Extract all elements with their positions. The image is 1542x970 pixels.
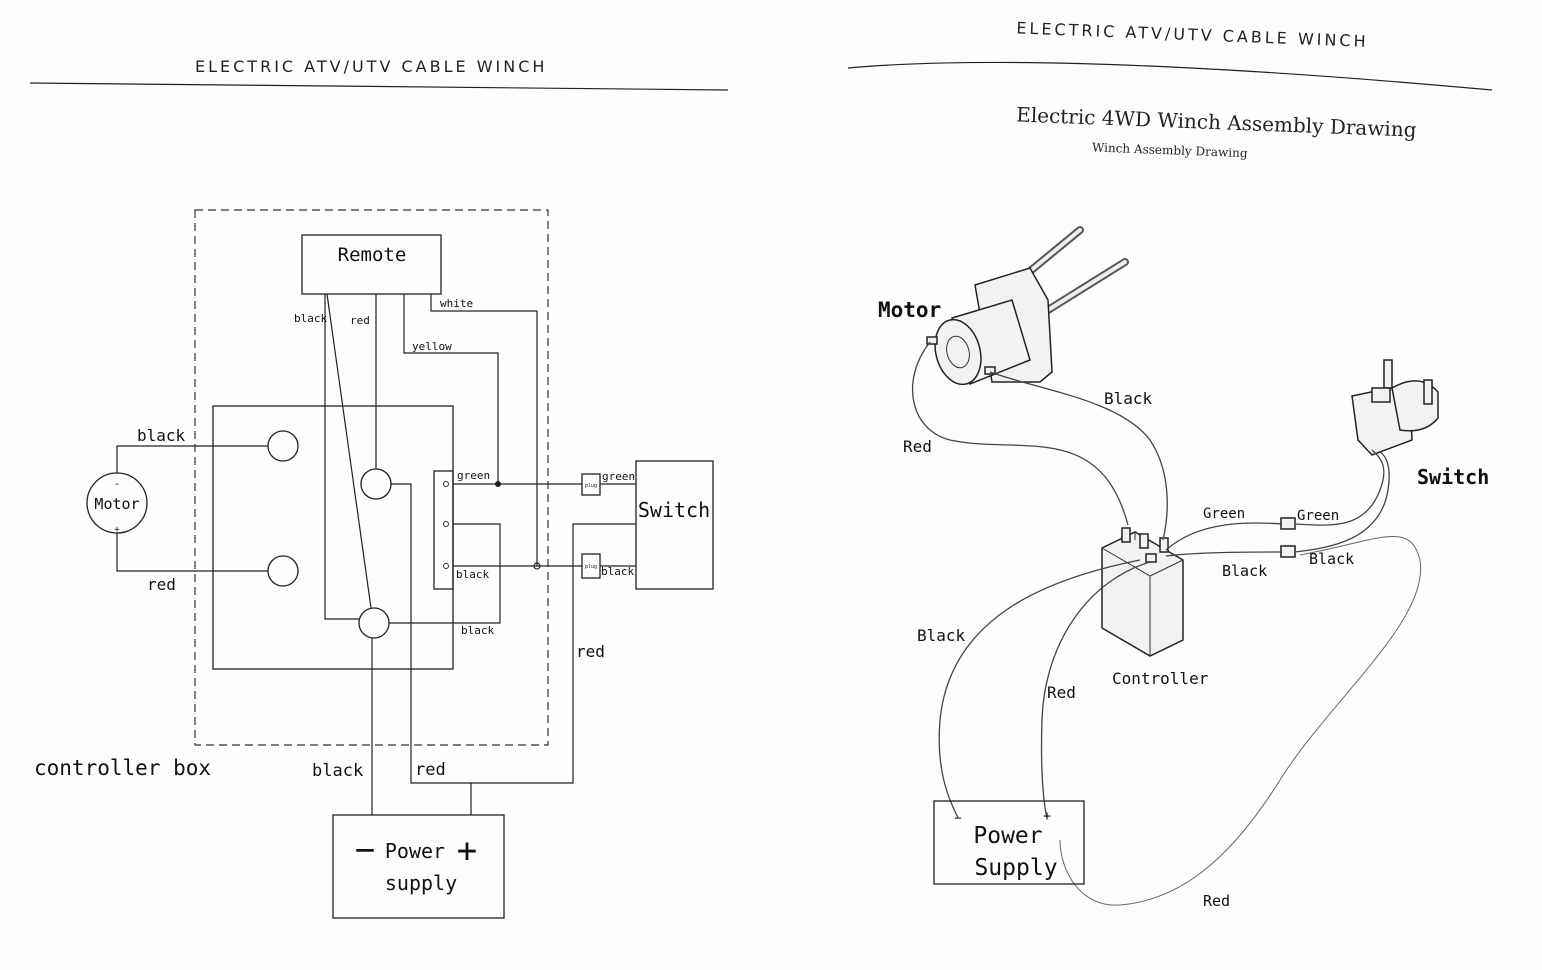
motor-label: Motor [94, 495, 139, 513]
label-black-inner: black [456, 568, 489, 581]
terminal-relay-bottom [358, 607, 390, 639]
connector-strip [433, 470, 454, 590]
terminal-motor-red [267, 555, 299, 587]
motor-label-right: Motor [878, 298, 941, 322]
right-page-header: ELECTRIC ATV/UTV CABLE WINCH [1016, 18, 1369, 51]
wire-relay-lower [389, 523, 501, 624]
label-motor-red: red [147, 575, 176, 594]
label-black-motor: Black [1104, 389, 1153, 408]
label-green-switch: green [602, 470, 635, 483]
label-red-bottom-right: Red [1203, 892, 1230, 910]
controller-box-label: controller box [34, 756, 211, 780]
plug-green-label: plug [585, 483, 597, 489]
label-black-top: black [294, 312, 327, 325]
label-green-inner: green [457, 469, 490, 482]
junction-green [495, 481, 501, 487]
label-black-left: Black [1222, 562, 1267, 580]
power-label-right-line2: Supply [974, 855, 1057, 881]
power-minus-right: − [954, 811, 961, 825]
wire-remote-diagonal [326, 293, 372, 609]
power-label-line1: Power [385, 839, 445, 863]
pin-3 [443, 563, 449, 569]
power-label-line2: supply [385, 871, 457, 895]
wire-remote-yellow [403, 294, 499, 484]
wire-motor-black [116, 445, 268, 473]
controller-drawing [1101, 527, 1184, 657]
winch-motor-drawing [926, 226, 1129, 386]
plug-black-label: plug [585, 564, 597, 570]
label-black-right: Black [1309, 550, 1354, 568]
remote-box [301, 234, 442, 295]
terminal-motor-black [267, 430, 299, 462]
wire-switch-red [471, 523, 636, 784]
controller-box-outline [194, 209, 549, 746]
wire-power-red [410, 669, 472, 815]
right-page: ELECTRIC ATV/UTV CABLE WINCH Electric 4W… [847, 18, 1493, 910]
connector-black [1280, 545, 1296, 558]
handlebar-switch-drawing [1351, 359, 1439, 456]
label-yellow: yellow [412, 340, 452, 353]
motor-minus: - [114, 477, 121, 490]
wire-relay-link [391, 483, 412, 669]
wire-motor-red [116, 533, 268, 572]
wire-remote-white [430, 294, 538, 566]
wire-black-left [1165, 551, 1284, 557]
power-supply-box [332, 814, 505, 919]
wire-power-black-right [938, 559, 1141, 819]
wire-green-right [1294, 449, 1385, 526]
label-black-bottom: black [312, 761, 363, 781]
pin-1 [443, 481, 449, 487]
pin-2 [443, 521, 449, 527]
assembly-subtitle: Winch Assembly Drawing [1092, 140, 1248, 160]
switch-box [635, 460, 714, 590]
label-red-motor: Red [903, 437, 932, 456]
wire-remote-black [324, 294, 359, 620]
label-red-bottom: red [415, 760, 446, 780]
junction-black [533, 562, 541, 570]
power-supply-box-right [933, 800, 1085, 885]
assembly-title: Electric 4WD Winch Assembly Drawing [1016, 102, 1417, 141]
label-green-right: Green [1297, 508, 1339, 524]
wire-black-right [1294, 451, 1390, 553]
wire-motor-red-right [911, 341, 1129, 526]
power-minus: − [355, 830, 375, 870]
motor-plus: + [114, 525, 120, 535]
power-plus: + [457, 831, 477, 871]
power-label-right-line1: Power [973, 823, 1042, 849]
label-red-top: red [350, 314, 370, 327]
label-motor-black: black [137, 426, 186, 445]
wire-motor-black-right [989, 371, 1168, 541]
connector-green [1280, 517, 1296, 530]
label-red-power: Red [1047, 683, 1076, 702]
left-page: ELECTRIC ATV/UTV CABLE WINCH Remote Moto… [29, 57, 729, 919]
label-black-power: Black [917, 626, 966, 645]
switch-label-right: Switch [1417, 465, 1489, 489]
label-black-switch: black [601, 565, 634, 578]
wire-power-red-right [1040, 561, 1151, 819]
terminal-relay-top [360, 468, 392, 500]
remote-label: Remote [338, 244, 407, 266]
label-black-lower: black [461, 624, 494, 637]
left-page-header: ELECTRIC ATV/UTV CABLE WINCH [195, 57, 547, 76]
right-header-rule [847, 61, 1493, 91]
wire-switch-red-right [1059, 536, 1422, 906]
controller-label: Controller [1112, 669, 1209, 688]
wire-green-left [1165, 522, 1284, 551]
header-rule [29, 82, 729, 91]
switch-label: Switch [638, 498, 710, 522]
label-white: white [440, 297, 473, 310]
power-plus-right: + [1043, 809, 1051, 824]
label-green-left: Green [1203, 506, 1245, 522]
label-red-right: red [576, 642, 605, 661]
